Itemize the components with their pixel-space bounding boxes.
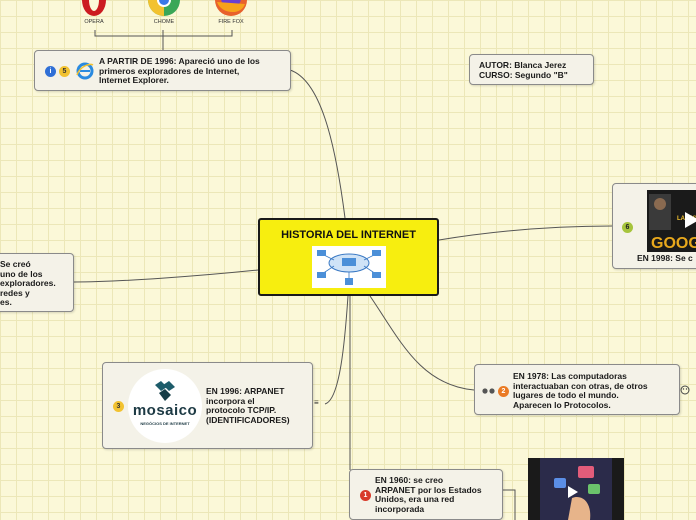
firefox-label: FIRE FOX xyxy=(218,19,244,25)
central-topic[interactable]: HISTORIA DEL INTERNET xyxy=(258,218,439,296)
priority-1-badge: 1 xyxy=(360,490,371,501)
mosaico-text-line-2: incorpora el xyxy=(206,395,255,406)
arpanet-video-thumbnail-icon[interactable] xyxy=(528,458,624,520)
attachment-icon xyxy=(482,388,495,394)
left-text-line-1: Se creó xyxy=(0,259,31,269)
protocols-text-line-1: EN 1978: Las computadoras xyxy=(513,371,627,381)
internet-explorer-icon xyxy=(76,62,94,80)
arpanet-text-line-1: EN 1960: se creo xyxy=(375,475,444,485)
priority-5-badge: 5 xyxy=(59,66,70,77)
link-arpanet-image xyxy=(502,489,516,520)
network-diagram-icon xyxy=(312,246,386,288)
firefox-logo-icon xyxy=(215,0,247,16)
left-text-line-4: redes y xyxy=(0,287,30,298)
link-browsers xyxy=(94,30,233,50)
opera-label: OPERA xyxy=(84,19,104,25)
node-author[interactable]: AUTOR: Blanca Jerez CURSO: Segundo "B" xyxy=(469,54,594,85)
arpanet-text-line-2: ARPANET por los Estados xyxy=(375,484,482,495)
priority-6-badge: 6 xyxy=(622,222,633,233)
mosaico-mark-icon xyxy=(155,381,175,401)
author-line: AUTOR: Blanca Jerez xyxy=(479,60,567,70)
info-icon: i xyxy=(45,66,56,77)
arpanet-text-line-3: Unidos, era una red xyxy=(375,494,455,505)
mosaico-logo-subtext: NEGÓCIOS DE INTERNET xyxy=(140,421,190,426)
mosaico-text-line-3: protocolo TCP/IP. xyxy=(206,405,277,416)
left-text-line-5: es. xyxy=(0,297,12,308)
mosaico-text-line-4: (IDENTIFICADORES) xyxy=(206,414,290,425)
priority-3-badge: 3 xyxy=(113,401,124,412)
ie-text-line-3: Internet Explorer. xyxy=(99,75,169,86)
arpanet-text-line-4: incorporada xyxy=(375,503,425,514)
link-mosaico xyxy=(324,295,349,405)
protocols-text-line-4: Aparecen lo Protocolos. xyxy=(513,399,611,410)
mosaico-logo: mosaico NEGÓCIOS DE INTERNET xyxy=(128,369,202,443)
note-icon[interactable]: ≡ xyxy=(314,398,319,407)
left-text-line-3: exploradores. xyxy=(0,278,56,289)
ie-text-line-1: A PARTIR DE 1996: Apareció uno de los xyxy=(99,56,260,66)
mosaico-logo-text: mosaico xyxy=(132,402,198,419)
node-left-explorers[interactable]: Se creó uno de los exploradores. redes y… xyxy=(0,253,74,312)
chrome-label: CHOME xyxy=(153,19,175,25)
google-text: EN 1998: Se c xyxy=(637,253,693,263)
link-protocols xyxy=(369,295,475,391)
course-line: CURSO: Segundo "B" xyxy=(479,69,568,80)
svg-text:GOOGLE: GOOGLE xyxy=(651,235,696,252)
node-mosaico-1996[interactable]: 3 mosaico NEGÓCIOS DE INTERNET EN 1996: … xyxy=(102,362,313,449)
link-ie xyxy=(289,69,346,219)
link-google xyxy=(438,225,613,241)
google-video-thumbnail-icon: LA HISTORIA DE GOOGLE xyxy=(647,190,696,252)
protocols-text-line-2: interactuaban con otras, de otros xyxy=(513,380,648,391)
node-google-1998[interactable]: 6 LA HISTORIA DE GOOGLE EN 1998: Se c xyxy=(612,183,696,269)
central-title: HISTORIA DEL INTERNET xyxy=(281,229,416,241)
protocols-text-line-3: lugares de todo el mundo. xyxy=(513,390,619,401)
chrome-logo-icon xyxy=(148,0,180,16)
node-protocols-1978[interactable]: 2 EN 1978: Las computadoras interactuaba… xyxy=(474,364,680,415)
opera-logo-icon xyxy=(82,0,106,16)
priority-2-badge: 2 xyxy=(498,386,509,397)
mosaico-text-line-1: EN 1996: ARPANET xyxy=(206,386,285,396)
link-left xyxy=(73,269,259,283)
smiley-icon xyxy=(680,385,690,395)
left-text-line-2: uno de los xyxy=(0,268,43,279)
node-internet-explorer[interactable]: i 5 A PARTIR DE 1996: Apareció uno de lo… xyxy=(34,50,291,91)
ie-text-line-2: primeros exploradores de Internet, xyxy=(99,65,240,76)
node-arpanet-1960[interactable]: 1 EN 1960: se creo ARPANET por los Estad… xyxy=(349,469,503,520)
